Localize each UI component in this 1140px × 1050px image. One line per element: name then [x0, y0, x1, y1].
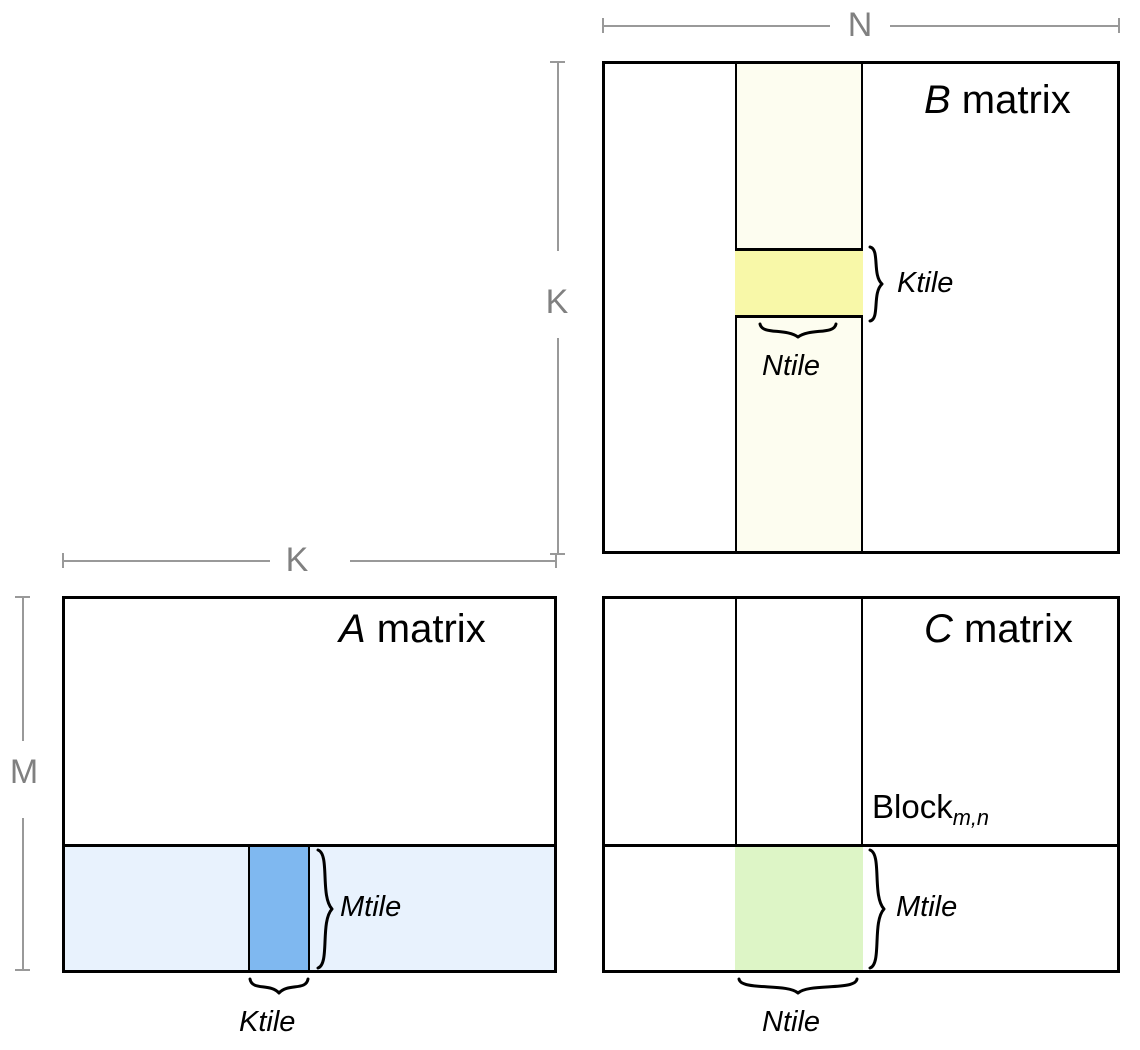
c-matrix-block-tile	[735, 847, 863, 970]
b-matrix-ktile-tile	[735, 248, 863, 318]
dimension-m-line-top	[22, 596, 24, 741]
c-matrix-block-label-subscript: m,n	[952, 804, 989, 830]
b-matrix-ntile-brace	[737, 322, 861, 346]
dimension-n-line-right	[890, 25, 1118, 27]
c-matrix-column-divider-right	[861, 599, 863, 970]
dimension-n-cap-right	[1118, 18, 1120, 33]
c-matrix-mtile-label: Mtile	[896, 891, 958, 923]
dimension-m-label: M	[9, 753, 39, 791]
c-matrix-column-divider-left	[735, 599, 737, 970]
c-matrix-block-label-base: Block	[872, 788, 953, 825]
dimension-kv-label: K	[545, 283, 569, 321]
a-matrix-title-symbol: A	[339, 607, 366, 651]
dimension-kv-cap-bottom	[550, 553, 565, 555]
c-matrix-ntile-brace	[737, 977, 863, 1001]
dimension-m-line-bottom	[22, 818, 24, 970]
dimension-kh-cap-right	[555, 553, 557, 568]
c-matrix-row-divider	[602, 844, 1120, 847]
a-matrix-mtile-brace	[314, 848, 340, 970]
c-matrix-mtile-brace	[866, 848, 892, 970]
c-matrix-ntile-label: Ntile	[762, 1006, 821, 1038]
dimension-kh-line-right	[350, 560, 557, 562]
c-matrix-block-label: Blockm,n	[872, 788, 989, 828]
c-matrix-title-word: matrix	[952, 607, 1073, 651]
dimension-kh-label: K	[285, 541, 309, 579]
dimension-kv-line-top	[557, 61, 559, 251]
a-matrix-mtile-label: Mtile	[340, 891, 402, 923]
b-matrix-ktile-label: Ktile	[897, 267, 954, 299]
b-matrix-title: B matrix	[924, 80, 1071, 120]
b-matrix-ntile-label: Ntile	[762, 350, 821, 382]
dimension-n-label: N	[847, 6, 873, 44]
a-matrix-row-divider	[62, 844, 557, 847]
dimension-m-cap-bottom	[15, 969, 30, 971]
a-matrix-title: A matrix	[339, 609, 486, 649]
c-matrix-title-symbol: C	[924, 607, 953, 651]
a-matrix-ktile-tile	[248, 847, 310, 970]
b-matrix-ktile-brace	[866, 245, 892, 323]
b-matrix-title-word: matrix	[950, 78, 1071, 122]
dimension-kh-line-left	[62, 560, 270, 562]
a-matrix-ktile-brace	[248, 977, 312, 1001]
c-matrix-title: C matrix	[924, 609, 1073, 649]
a-matrix-title-word: matrix	[365, 607, 486, 651]
a-matrix-ktile-label: Ktile	[239, 1006, 296, 1038]
dimension-n-line-left	[602, 25, 830, 27]
dimension-kv-line-bottom	[557, 338, 559, 554]
b-matrix-title-symbol: B	[924, 78, 951, 122]
